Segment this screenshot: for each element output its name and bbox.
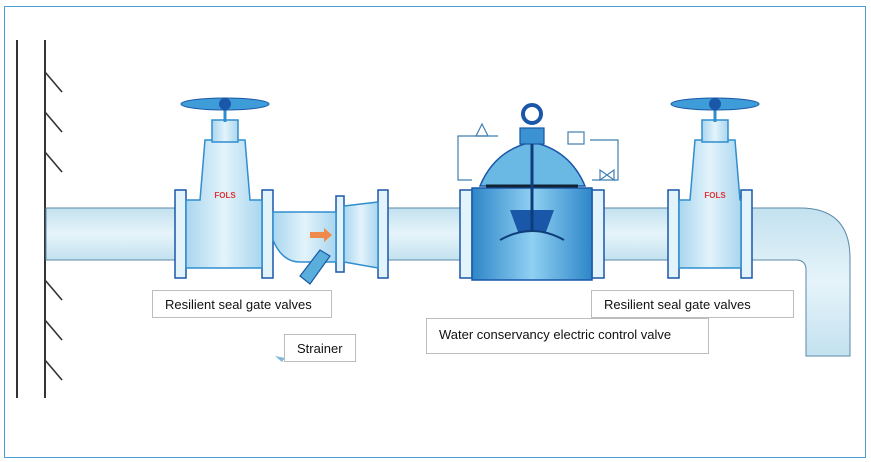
wall	[16, 40, 63, 398]
label-control-valve-text: Water conservancy electric control valve	[439, 327, 672, 342]
label-gate-valve-left-text: Resilient seal gate valves	[165, 296, 312, 312]
gate-valve-left: FOLS	[174, 97, 274, 279]
control-valve	[457, 103, 619, 281]
gate-valve-right: FOLS	[667, 97, 760, 279]
label-strainer: Strainer	[284, 334, 356, 362]
label-gate-valve-left: Resilient seal gate valves	[152, 290, 332, 318]
label-strainer-text: Strainer	[297, 340, 343, 356]
strainer	[272, 189, 389, 362]
gate-valve-right-brand: FOLS	[704, 191, 726, 200]
label-control-valve: Water conservancy electric control valve	[426, 318, 709, 354]
gate-valve-left-brand: FOLS	[214, 191, 236, 200]
label-gate-valve-right-text: Resilient seal gate valves	[604, 296, 751, 312]
label-gate-valve-right: Resilient seal gate valves	[591, 290, 794, 318]
main-pipe	[45, 207, 851, 357]
